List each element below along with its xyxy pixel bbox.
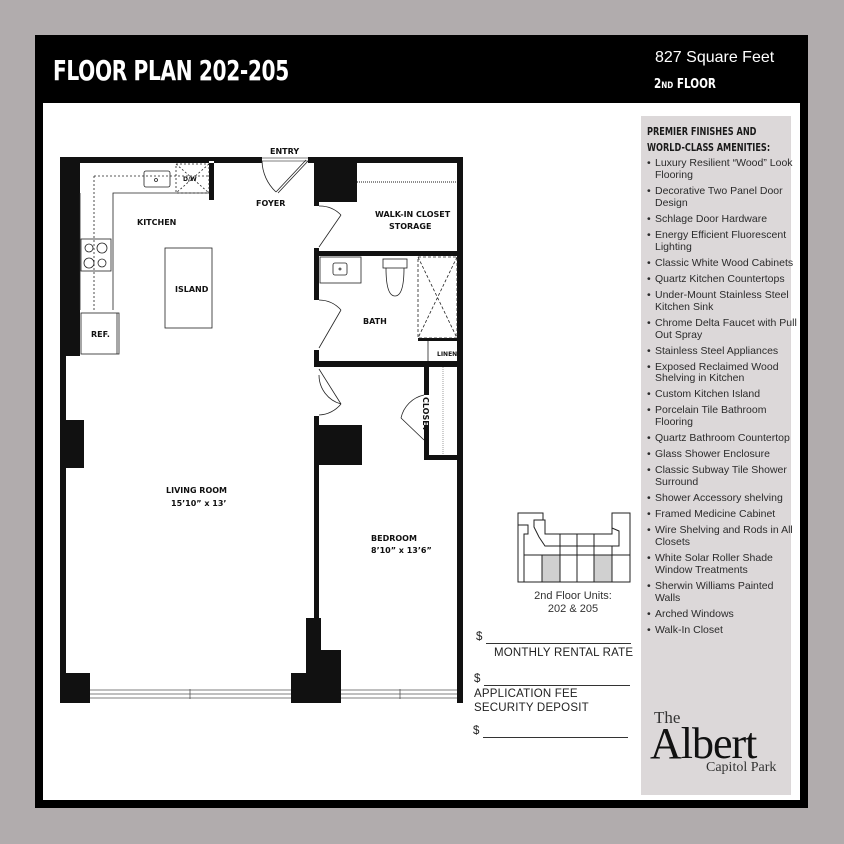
security-deposit-label: SECURITY DEPOSIT [474, 702, 589, 714]
amenity-item: Luxury Resilient “Wood” Look Flooring [647, 157, 797, 182]
security-deposit-field[interactable] [483, 737, 628, 738]
label-bedroom: BEDROOM [371, 534, 417, 543]
bath-fixtures [319, 256, 458, 455]
amenity-item: Shower Accessory shelving [647, 492, 797, 505]
windows [90, 157, 457, 699]
amenities-heading-line1: PREMIER FINISHES AND [647, 126, 757, 138]
bedroom-dims: 8’10” x 13’6” [371, 546, 432, 555]
amenities-list: Luxury Resilient “Wood” Look Flooring De… [647, 157, 797, 641]
amenities-heading: PREMIER FINISHES AND WORLD-CLASS AMENITI… [647, 124, 770, 156]
application-currency: $ [474, 673, 481, 685]
label-closet: CLOSET [421, 397, 430, 432]
amenity-item: Under-Mount Stainless Steel Kitchen Sink [647, 289, 797, 314]
amenity-item: Energy Efficient Fluorescent Lighting [647, 229, 797, 254]
square-feet: 827 Square Feet [655, 49, 775, 66]
application-fee-field[interactable] [484, 685, 630, 686]
floor-label: 2ND FLOOR [654, 77, 716, 92]
logo-the: The [654, 708, 681, 727]
label-island: ISLAND [175, 285, 209, 294]
amenity-item: Exposed Reclaimed Wood Shelving in Kitch… [647, 361, 797, 386]
amenity-item: Quartz Kitchen Countertops [647, 273, 797, 286]
kitchen-counters [79, 163, 213, 355]
application-fee-label: APPLICATION FEE [474, 688, 578, 700]
logo-location: Capitol Park [706, 760, 777, 775]
label-kitchen: KITCHEN [137, 218, 176, 227]
logo-albert: Albert [650, 719, 757, 768]
doors [261, 159, 425, 441]
living-room-dims: 15’10” x 13’ [171, 499, 226, 508]
keyplan-caption-line1: 2nd Floor Units: [534, 590, 612, 602]
amenity-item: Decorative Two Panel Door Design [647, 185, 797, 210]
label-walkin: WALK-IN CLOSET [375, 210, 451, 219]
monthly-rate-label: MONTHLY RENTAL RATE [494, 647, 634, 659]
floor-suffix: ND [661, 81, 674, 91]
amenity-item: Stainless Steel Appliances [647, 345, 797, 358]
amenity-item: Custom Kitchen Island [647, 389, 797, 402]
amenity-item: Arched Windows [647, 608, 797, 621]
amenities-heading-line2: WORLD-CLASS AMENITIES: [647, 142, 771, 154]
keyplan-caption: 2nd Floor Units: 202 & 205 [518, 590, 628, 615]
label-dw: D/W [183, 176, 197, 183]
label-entry: ENTRY [270, 147, 299, 156]
amenity-item: White Solar Roller Shade Window Treatmen… [647, 552, 797, 577]
label-ref: REF. [91, 330, 110, 339]
amenity-item: Glass Shower Enclosure [647, 448, 797, 461]
amenity-item: Classic White Wood Cabinets [647, 257, 797, 270]
label-linen: LINEN [437, 351, 457, 358]
amenity-item: Walk-In Closet [647, 624, 797, 637]
amenity-item: Sherwin Williams Painted Walls [647, 580, 797, 605]
label-living-room: LIVING ROOM [166, 486, 227, 495]
walls [60, 157, 463, 703]
amenity-item: Porcelain Tile Bathroom Flooring [647, 405, 797, 429]
floor-number: 2 [654, 77, 662, 92]
amenity-item: Chrome Delta Faucet with Pull Out Spray [647, 317, 797, 342]
amenity-item: Wire Shelving and Rods in All Closets [647, 524, 797, 549]
monthly-currency: $ [476, 631, 483, 643]
keyplan-caption-line2: 202 & 205 [547, 602, 599, 615]
page-title: FLOOR PLAN 202-205 [53, 54, 289, 87]
label-foyer: FOYER [256, 199, 285, 208]
label-bath: BATH [363, 317, 387, 326]
amenity-item: Classic Subway Tile Shower Surround [647, 464, 797, 489]
amenity-item: Framed Medicine Cabinet [647, 508, 797, 521]
floor-word: FLOOR [676, 77, 716, 92]
monthly-rate-field[interactable] [486, 643, 631, 644]
deposit-currency: $ [473, 725, 480, 737]
amenity-item: Quartz Bathroom Countertop [647, 432, 797, 445]
amenity-item: Schlage Door Hardware [647, 213, 797, 226]
label-storage: STORAGE [389, 222, 431, 231]
